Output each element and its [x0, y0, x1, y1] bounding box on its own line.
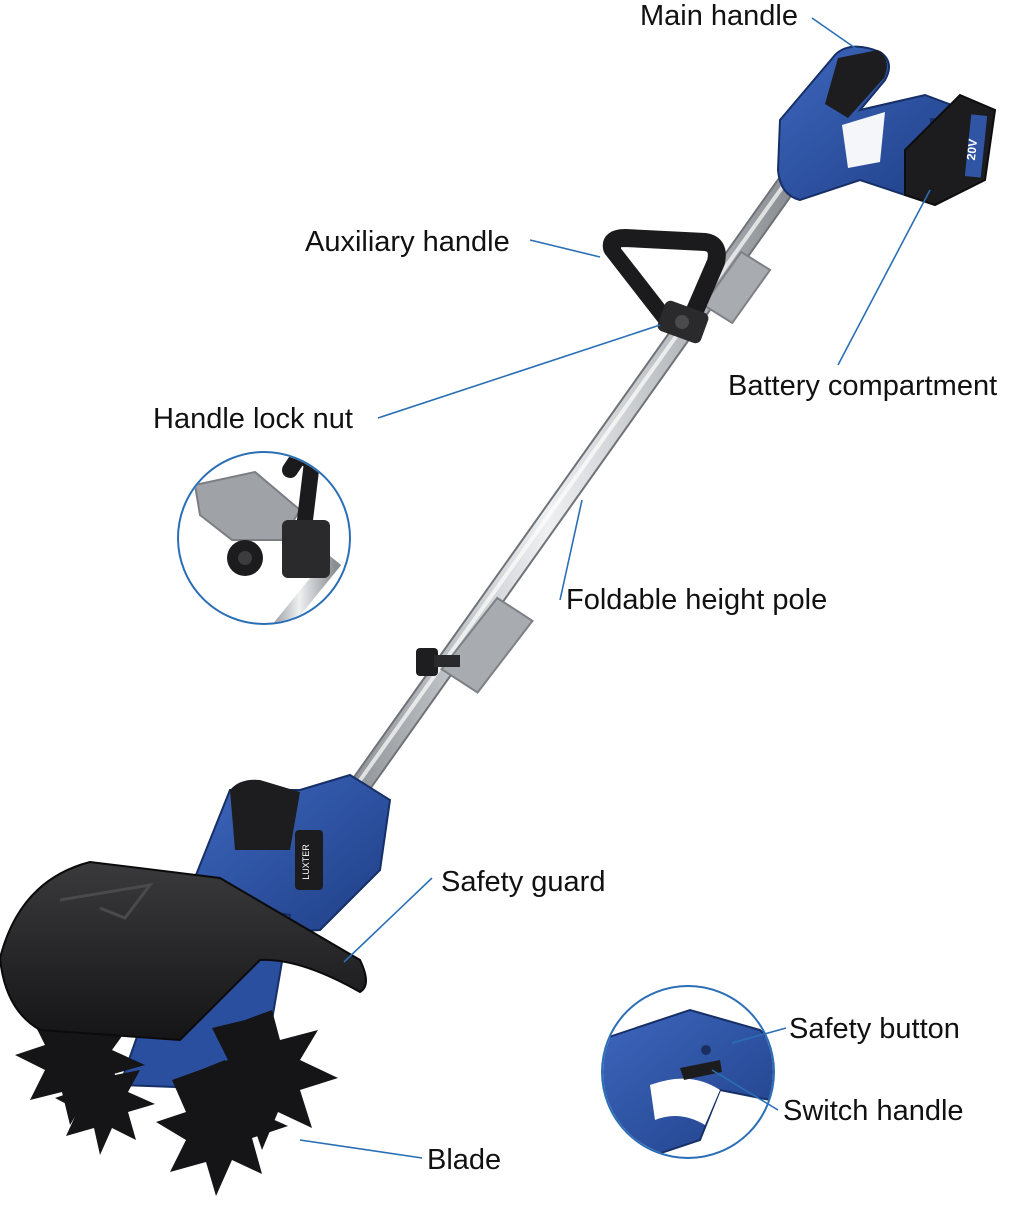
label-blade: Blade [427, 1144, 502, 1176]
leader-battery-compartment [837, 189, 931, 366]
label-battery-compartment: Battery compartment [728, 370, 998, 402]
safety-button-part [701, 1045, 711, 1055]
leader-main-handle [811, 17, 859, 51]
label-auxiliary-handle: Auxiliary handle [305, 226, 510, 258]
pole-lock-knob [416, 648, 438, 676]
foldable-height-pole [339, 169, 801, 811]
label-switch-handle: Switch handle [783, 1095, 964, 1127]
leader-safety-button [731, 1027, 787, 1044]
safety-guard [0, 860, 367, 1042]
auxiliary-handle [602, 229, 726, 344]
leader-safety-guard [343, 877, 433, 963]
switch-trigger [680, 1060, 722, 1080]
battery-compartment: 20V [904, 93, 997, 207]
label-handle-lock-nut: Handle lock nut [153, 403, 353, 435]
lock-nut-detail-callout [177, 451, 351, 625]
switch-detail-callout [601, 985, 775, 1159]
leader-auxiliary-handle [529, 239, 601, 258]
battery-mark: 20V [964, 138, 980, 161]
label-main-handle: Main handle [640, 0, 798, 32]
leader-lines [299, 17, 931, 1159]
pole-joint [416, 596, 534, 694]
leader-foldable-height-pole [559, 499, 583, 601]
label-safety-guard: Safety guard [441, 866, 606, 898]
brand-mark: LUXTER [301, 844, 311, 880]
label-safety-button: Safety button [789, 1013, 960, 1045]
leader-switch-handle [711, 1069, 779, 1111]
label-foldable-height-pole: Foldable height pole [566, 584, 828, 616]
leader-blade [299, 1139, 423, 1159]
leader-handle-lock-nut [377, 324, 661, 419]
upper-pole-joint [701, 250, 772, 325]
